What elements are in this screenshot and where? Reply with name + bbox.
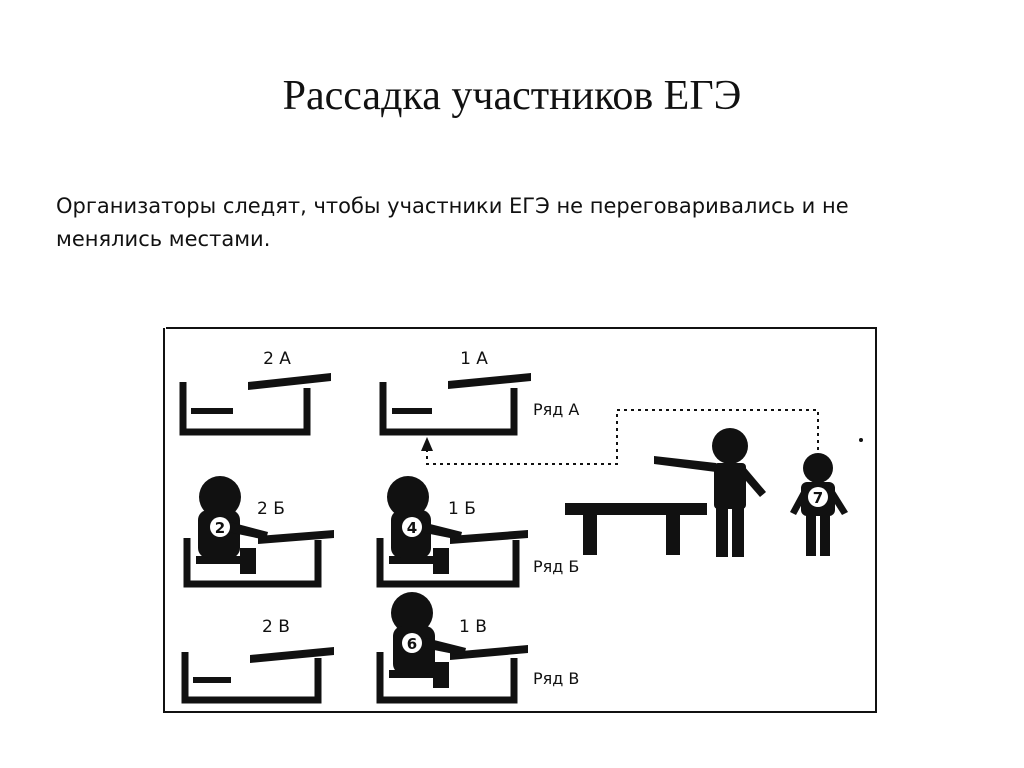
participant-2-arm: [228, 522, 268, 540]
slide-text: Организаторы следят, чтобы участники ЕГЭ…: [56, 194, 849, 251]
table-leg-right: [666, 515, 680, 555]
desk-1v-chair: [376, 652, 518, 704]
participant-7-arm-left: [790, 488, 808, 515]
escort-path: [426, 409, 819, 465]
desk-1v-leg: [433, 662, 449, 688]
desk-1b-chair: [376, 538, 520, 588]
participant-2-head: [199, 476, 241, 518]
participant-7-badge: [808, 487, 828, 507]
desk-2a-tabletop: [248, 373, 331, 390]
table-top: [565, 503, 707, 515]
desk-2a: [179, 373, 331, 436]
participant-4-arm: [420, 522, 462, 540]
desk-2b-seat: [196, 556, 256, 564]
participant-6-arm: [424, 638, 466, 656]
seat-label-2v: 2 В: [262, 617, 290, 637]
seat-label-2a: 2 А: [263, 349, 291, 369]
seat-label-1v: 1 В: [459, 617, 487, 637]
desk-1v-tabletop: [450, 645, 528, 660]
desk-2a-chair: [179, 382, 311, 436]
row-label-b: Ряд Б: [533, 557, 579, 576]
participant-4-badge: [402, 517, 422, 537]
participant-6-number: 6: [407, 635, 417, 653]
organizer-leg-right: [732, 507, 744, 557]
seat-label-1b: 1 Б: [448, 499, 476, 519]
row-label-v: Ряд В: [533, 669, 579, 688]
organizer-table: [565, 503, 707, 555]
organizer-arm: [654, 456, 716, 472]
participant-7-head: [803, 453, 833, 483]
participant-4-number: 4: [407, 519, 417, 537]
organizer-right-arm: [740, 466, 766, 497]
participant-7-number: 7: [813, 489, 823, 507]
participant-2-number: 2: [215, 519, 225, 537]
table-leg-left: [583, 515, 597, 555]
frame-dot: [859, 438, 863, 442]
desk-2v-chair: [181, 652, 322, 704]
participant-6-head: [391, 592, 433, 634]
desk-2b-chair: [183, 538, 322, 588]
row-label-a: Ряд А: [533, 400, 579, 419]
participant-4-head: [387, 476, 429, 518]
participant-6-badge: [402, 633, 422, 653]
desk-2v: [181, 647, 334, 704]
desk-1b-seat: [389, 556, 449, 564]
participant-7-leg-right: [820, 514, 830, 556]
seat-label-2b: 2 Б: [257, 499, 285, 519]
organizer-leg-left: [716, 507, 728, 557]
desk-2v-tabletop: [250, 647, 334, 663]
desk-1a: [379, 373, 531, 436]
desk-1b: [376, 476, 528, 588]
slide-title: Рассадка участников ЕГЭ: [282, 73, 742, 119]
diagram-frame: [163, 327, 877, 713]
organizer-body: [714, 463, 746, 509]
escort-arrow-icon: [421, 437, 433, 451]
seat-label-1a: 1 А: [460, 349, 488, 369]
organizer-figure: [654, 428, 766, 557]
desk-1v: [376, 592, 528, 704]
desk-2v-seat: [193, 677, 231, 683]
participant-7-leg-left: [806, 514, 816, 556]
desk-1a-chair: [379, 382, 518, 436]
desk-1a-seat: [392, 408, 432, 414]
participant-7-figure: [790, 453, 848, 556]
desk-1b-leg: [433, 548, 449, 574]
desk-2a-seat: [191, 408, 233, 414]
desk-1b-tabletop: [450, 530, 528, 544]
participant-2-badge: [210, 517, 230, 537]
desk-1a-tabletop: [448, 373, 531, 389]
participant-7-arm-right: [828, 488, 848, 515]
desk-2b: [183, 476, 334, 588]
organizer-head: [712, 428, 748, 464]
desk-2b-tabletop: [258, 530, 334, 544]
desk-2b-leg: [240, 548, 256, 574]
